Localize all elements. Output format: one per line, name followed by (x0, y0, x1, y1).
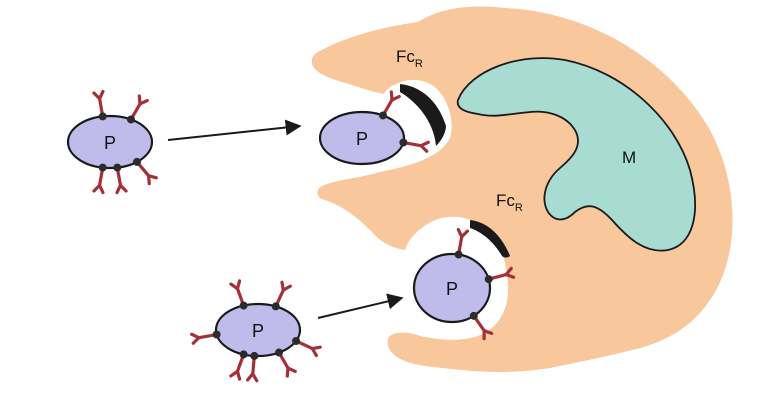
pathogen-engulfed-lower: P (412, 227, 516, 341)
antigen-dot (132, 157, 141, 166)
antigen-dot (399, 138, 408, 147)
antibody-arm (190, 332, 201, 340)
pathogen-body (66, 114, 154, 170)
fc-receptor-label-lower: FcR (496, 191, 523, 214)
antibody-arm (229, 369, 240, 378)
pathogen-label: P (104, 133, 116, 153)
fc-receptor-label-lower-sub: R (515, 202, 523, 214)
pathogen-label: P (356, 129, 368, 149)
antigen-dot (250, 351, 259, 360)
antibody-arm (246, 372, 255, 382)
antibody-arm (390, 94, 401, 102)
antibody-arm (115, 183, 123, 195)
pathogen-body (412, 252, 492, 324)
antigen-dot (127, 115, 135, 124)
antigen-dot (292, 336, 301, 345)
fc-receptor-patch-upper (400, 84, 446, 146)
macrophage-nucleus (456, 57, 696, 252)
fc-receptor-patch-lower (470, 220, 510, 258)
antibody-arm (504, 272, 516, 279)
antigen-dot (454, 250, 463, 259)
pathogen-label: P (252, 321, 264, 341)
antibody-arm (146, 174, 151, 186)
antibody-arm (419, 144, 429, 153)
antigen-dot (379, 111, 387, 120)
antigen-dot (98, 163, 107, 172)
pathogen-free-upper: P (66, 89, 158, 195)
fc-receptor-label-upper-sub: R (415, 58, 423, 70)
pathogens-layer: P P P P (66, 89, 516, 383)
antigen-dot (271, 302, 280, 311)
arrow-lower (317, 293, 404, 319)
antibody-arm (97, 89, 105, 101)
antibody-arm (235, 279, 242, 291)
antigen-dot (239, 350, 248, 359)
antigen-dot (113, 163, 122, 172)
antigen-dot (275, 348, 283, 357)
antibody-arm (281, 284, 292, 292)
antigen-dot (239, 301, 248, 310)
antibody-arm (460, 229, 469, 239)
fc-receptor-label-upper-main: Fc (396, 47, 415, 66)
antigen-dot (469, 311, 478, 320)
antigen-dot (212, 330, 221, 339)
nucleus-label: M (622, 148, 636, 167)
antibody-arm (285, 366, 290, 378)
pathogen-label: P (446, 279, 458, 299)
pathogen-free-lower: P (190, 279, 322, 383)
antibody-arm (92, 183, 102, 193)
antigen-dot (484, 275, 493, 284)
pathogen-body (318, 110, 406, 166)
antibody-arm (138, 98, 149, 106)
fc-receptor-label-lower-main: Fc (496, 191, 515, 210)
antigen-dot (98, 112, 107, 121)
antibody-arm (310, 346, 318, 358)
arrow-upper (167, 119, 302, 141)
fc-receptor-label-upper: FcR (396, 47, 423, 70)
pathogen-engulfed-upper: P (318, 90, 430, 166)
